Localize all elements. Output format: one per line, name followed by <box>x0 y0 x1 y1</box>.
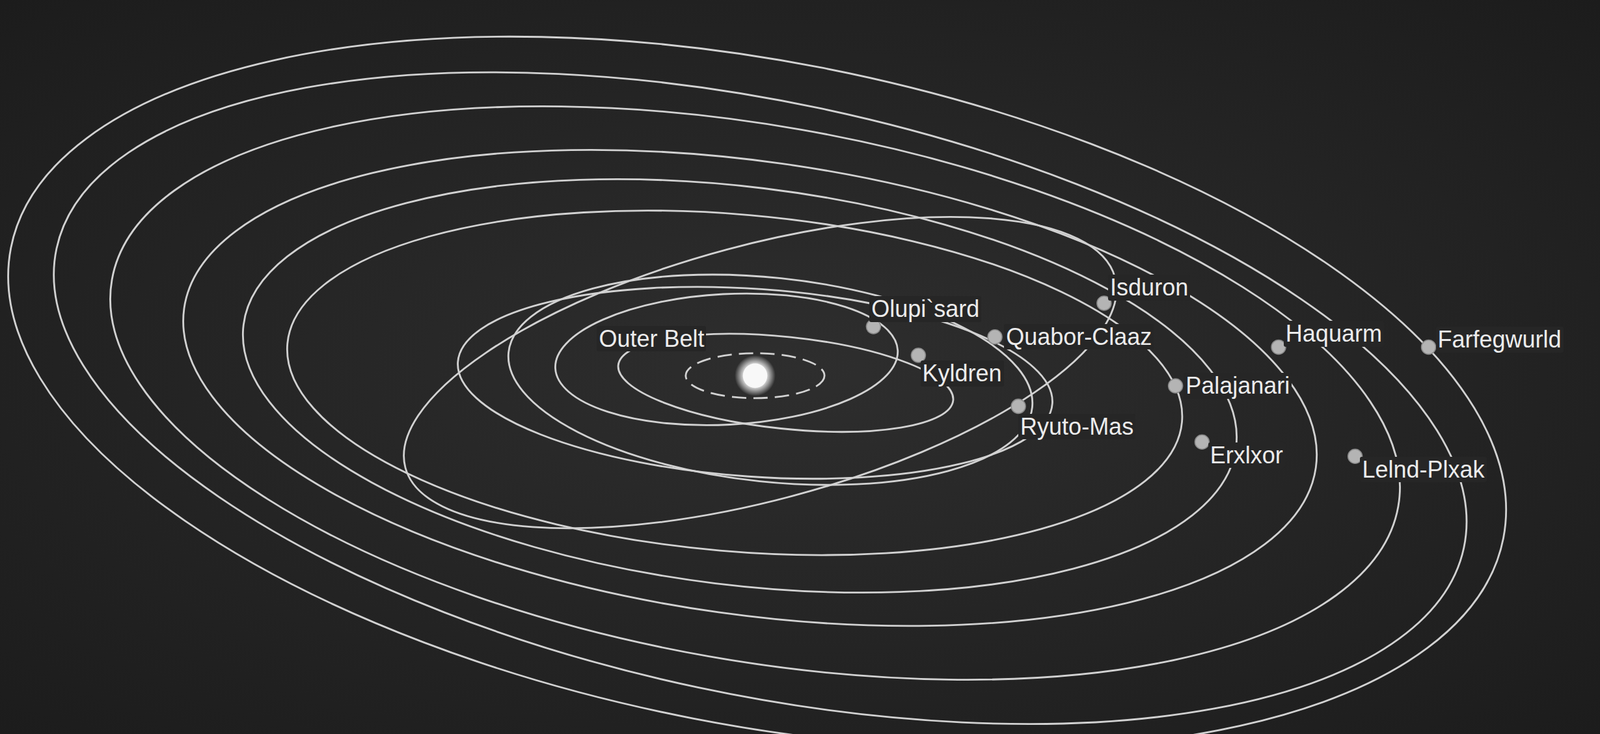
planet-label: Lelnd-Plxak <box>1359 456 1487 483</box>
planet-label: Farfegwurld <box>1436 326 1564 353</box>
planet-label: Quabor-Claaz <box>1003 324 1154 351</box>
belt-label: Outer Belt <box>596 325 706 353</box>
planet-dots <box>866 296 1436 464</box>
sun-glow <box>734 355 776 397</box>
planet-label: Haquarm <box>1283 320 1384 347</box>
planet-label: Ryuto-Mas <box>1018 413 1136 440</box>
planet-label: Palajanari <box>1183 372 1292 399</box>
sun <box>743 363 768 389</box>
planet-label: Olupi`sard <box>869 296 982 323</box>
planet-label: Isduron <box>1108 274 1191 301</box>
orbit-lines <box>0 0 1567 734</box>
planet-label: Kyldren <box>920 360 1004 387</box>
planet-label: Erxlxor <box>1208 442 1286 469</box>
